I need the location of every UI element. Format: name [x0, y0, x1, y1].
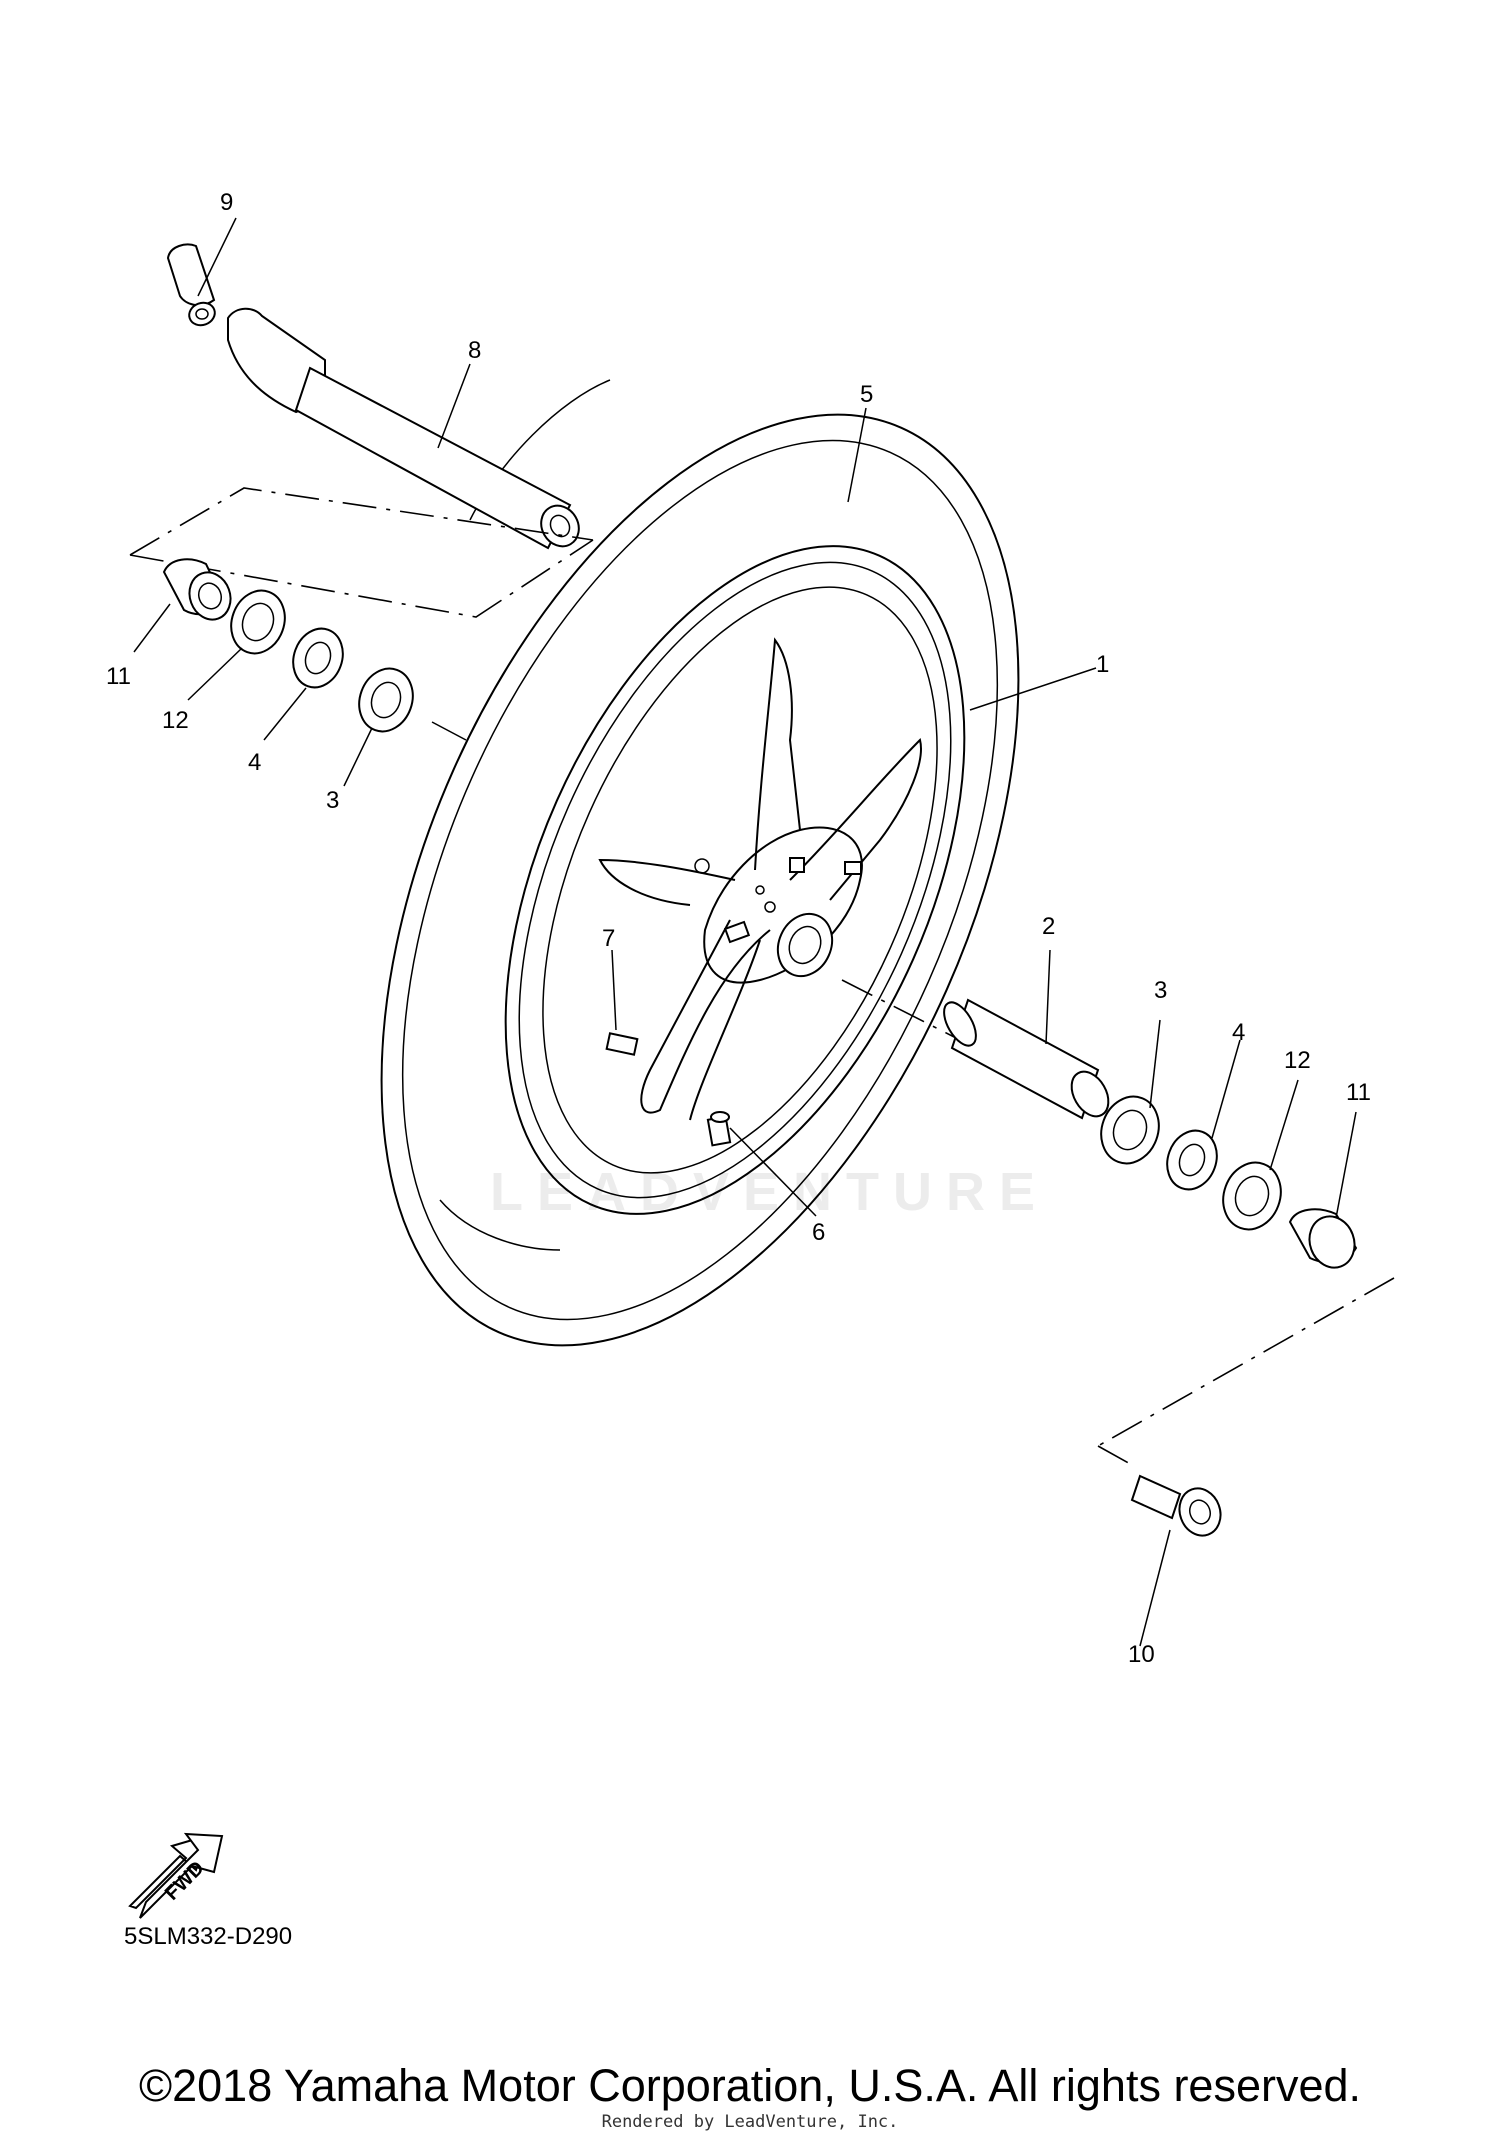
part-10-bolt [1130, 1474, 1222, 1537]
drawing-code: 5SLM332-D290 [124, 1923, 292, 1950]
part-4-seal-left [292, 627, 344, 689]
watermark-text: LEADVENTURE [490, 1162, 1049, 1222]
bracket-right [1097, 1277, 1395, 1467]
bracket-left [129, 487, 594, 618]
leader-lines [133, 217, 1357, 1647]
callout-10: 10 [1128, 1641, 1155, 1668]
rim [504, 545, 966, 1215]
part-2-spacer [943, 998, 1110, 1120]
part-3-bearing-right [1100, 1095, 1160, 1165]
callout-11-left: 11 [106, 663, 131, 690]
callout-3-right: 3 [1154, 977, 1167, 1004]
part-12-seal-right [1222, 1161, 1282, 1231]
hub [694, 826, 863, 984]
axis-line-right [841, 979, 961, 1041]
callout-6: 6 [812, 1219, 825, 1246]
callout-5: 5 [860, 381, 873, 408]
part-11-collar-left [162, 558, 232, 621]
valve-stem [706, 1111, 732, 1147]
callout-12-right: 12 [1284, 1047, 1311, 1074]
callout-4-right: 4 [1232, 1019, 1245, 1046]
callout-8: 8 [468, 337, 481, 364]
rendered-by-notice: Rendered by LeadVenture, Inc. [601, 2112, 899, 2132]
part-11-collar-right [1288, 1208, 1358, 1269]
spokes [598, 637, 922, 1121]
fwd-arrow-icon: FWD [128, 1832, 224, 1919]
callout-2: 2 [1042, 913, 1055, 940]
callout-9: 9 [220, 189, 233, 216]
axis-line-left [431, 721, 467, 741]
copyright-notice: ©2018 Yamaha Motor Corporation, U.S.A. A… [138, 2060, 1362, 2111]
callout-7: 7 [602, 925, 615, 952]
balance-weight [605, 1032, 639, 1056]
part-9-collar [166, 243, 216, 327]
part-8-axle [227, 307, 580, 550]
callout-4-left: 4 [248, 749, 261, 776]
callout-12-left: 12 [162, 707, 189, 734]
part-4-seal-right [1166, 1129, 1218, 1191]
part-3-bearing-left [358, 667, 414, 733]
callout-1: 1 [1096, 651, 1109, 678]
callout-11-right: 11 [1346, 1079, 1371, 1106]
callout-3-left: 3 [326, 787, 339, 814]
part-12-seal-left [230, 589, 286, 655]
wheel-assembly [380, 379, 1020, 1347]
tire [380, 379, 1020, 1347]
